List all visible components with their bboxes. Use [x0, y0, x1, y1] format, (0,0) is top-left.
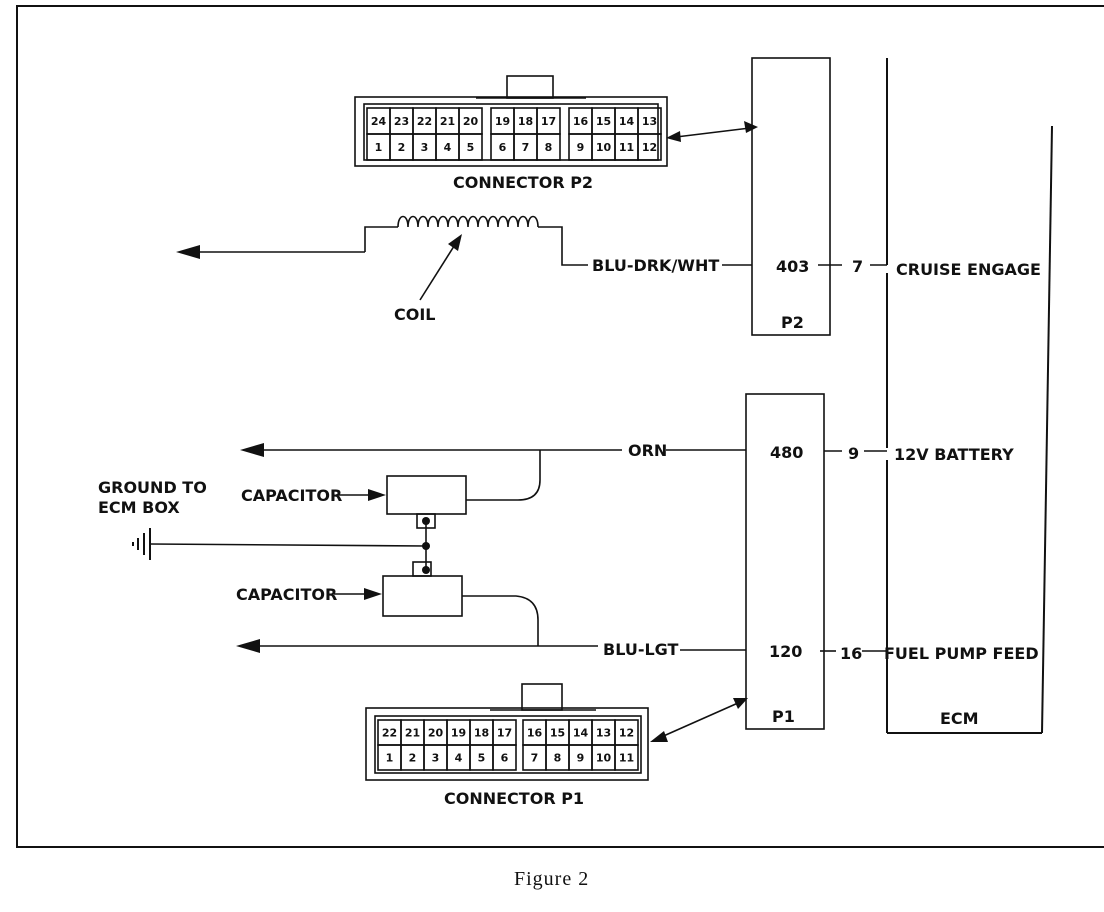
ecm-pin-9: 9 — [848, 444, 859, 463]
connector-p2-pin-6: 6 — [499, 141, 507, 154]
circuit-403: 403 — [776, 257, 809, 276]
ecm-pin-7: 7 — [852, 257, 863, 276]
connector-p1-pin-21: 21 — [405, 727, 420, 740]
connector-p2-pin-7: 7 — [522, 141, 530, 154]
connector-p1-pin-8: 8 — [554, 752, 562, 765]
connector-p2-pin-cell — [536, 133, 561, 161]
connector-p2-pin-5: 5 — [467, 141, 475, 154]
connector-p2-pin-18: 18 — [518, 115, 533, 128]
ecm-pin-16: 16 — [840, 644, 862, 663]
connector-p2-pin-20: 20 — [463, 115, 479, 128]
connector-p1-pin-17: 17 — [497, 727, 512, 740]
connector-p2-pin-9: 9 — [577, 141, 585, 154]
p2-block-label: P2 — [781, 313, 804, 332]
connector-p2-pin-2: 2 — [398, 141, 406, 154]
connector-p2-pin-16: 16 — [573, 115, 589, 128]
connector-p2-pin-8: 8 — [545, 141, 553, 154]
ecm-block: ECM — [886, 58, 1053, 734]
capacitor-top-label: CAPACITOR — [241, 486, 342, 505]
connector-p2-pin-3: 3 — [421, 141, 429, 154]
coil-label: COIL — [394, 305, 436, 324]
ground-label-line2: ECM BOX — [98, 498, 180, 517]
connector-p1-pin-5: 5 — [478, 752, 486, 765]
connector-p1-label: CONNECTOR P1 — [444, 789, 584, 808]
connector-p1-pin-12: 12 — [619, 727, 634, 740]
wire-label-orn: ORN — [628, 441, 667, 460]
connector-p1-pin-19: 19 — [451, 727, 466, 740]
connector-p2-pin-11: 11 — [619, 141, 634, 154]
coil-circuit: BLU-DRK/WHT COIL — [176, 215, 752, 324]
p1-block-label: P1 — [772, 707, 795, 726]
figure-caption: Figure 2 — [514, 868, 589, 890]
p2-block — [751, 57, 831, 336]
connector-p2-pin-cell — [458, 133, 483, 161]
connector-p2-pin-10: 10 — [596, 141, 612, 154]
connector-p1-pin-4: 4 — [455, 752, 463, 765]
ground-icon — [132, 528, 151, 560]
connector-p2-pin-1: 1 — [375, 141, 383, 154]
connector-p1-pin-2: 2 — [409, 752, 417, 765]
connector-p1-pin-15: 15 — [550, 727, 565, 740]
connector-p2-pin-15: 15 — [596, 115, 611, 128]
function-cruise-engage: CRUISE ENGAGE — [896, 260, 1041, 279]
connector-p2-pin-12: 12 — [642, 141, 657, 154]
p2-link-arrow — [666, 121, 758, 142]
connector-p1-pin-7: 7 — [531, 752, 539, 765]
circuit-480: 480 — [770, 443, 803, 462]
connector-p1-pin-11: 11 — [619, 752, 634, 765]
connector-p2-pin-24: 24 — [371, 115, 387, 128]
p1-block — [745, 393, 825, 730]
coil-icon — [397, 215, 539, 228]
connector-p2-pin-14: 14 — [619, 115, 635, 128]
connector-p1-pin-6: 6 — [501, 752, 509, 765]
connector-p1-pin-16: 16 — [527, 727, 543, 740]
figure-frame — [16, 5, 1104, 848]
connector-p1-pin-22: 22 — [382, 727, 397, 740]
blu-lgt-circuit: BLU-LGT — [236, 595, 746, 659]
connector-p2-pin-22: 22 — [417, 115, 432, 128]
orn-circuit: ORN — [240, 441, 746, 501]
connector-p1-pin-9: 9 — [577, 752, 585, 765]
connector-p2-pin-19: 19 — [495, 115, 510, 128]
connector-p2-label: CONNECTOR P2 — [453, 173, 593, 192]
ground-junction — [149, 517, 430, 574]
circuit-120: 120 — [769, 642, 802, 661]
connector-p2-pin-cell — [637, 133, 662, 161]
function-12v-battery: 12V BATTERY — [894, 445, 1014, 464]
connector-p1-pin-cell — [492, 744, 517, 771]
connector-p2-pin-21: 21 — [440, 115, 455, 128]
connector-p1-pin-cell — [614, 744, 639, 771]
connector-p2-pin-13: 13 — [642, 115, 657, 128]
connector-p2-pin-4: 4 — [444, 141, 452, 154]
wire-label-blu-drk-wht: BLU-DRK/WHT — [592, 256, 719, 275]
connector-p2-pin-17: 17 — [541, 115, 556, 128]
ground-label-line1: GROUND TO — [98, 478, 207, 497]
connector-p1-pin-3: 3 — [432, 752, 440, 765]
connector-p1-pin-14: 14 — [573, 727, 589, 740]
connector-p1-pin-10: 10 — [596, 752, 612, 765]
connector-p1-pin-18: 18 — [474, 727, 489, 740]
capacitor-bottom-label: CAPACITOR — [236, 585, 337, 604]
p1-link-arrow — [650, 698, 748, 742]
connector-p2-pin-23: 23 — [394, 115, 409, 128]
ecm-label: ECM — [940, 709, 979, 728]
wire-label-blu-lgt: BLU-LGT — [603, 640, 679, 659]
connector-p1-pin-1: 1 — [386, 752, 394, 765]
connector-p1-pin-20: 20 — [428, 727, 444, 740]
connector-p1-pin-13: 13 — [596, 727, 611, 740]
function-fuel-pump-feed: FUEL PUMP FEED — [884, 644, 1039, 663]
